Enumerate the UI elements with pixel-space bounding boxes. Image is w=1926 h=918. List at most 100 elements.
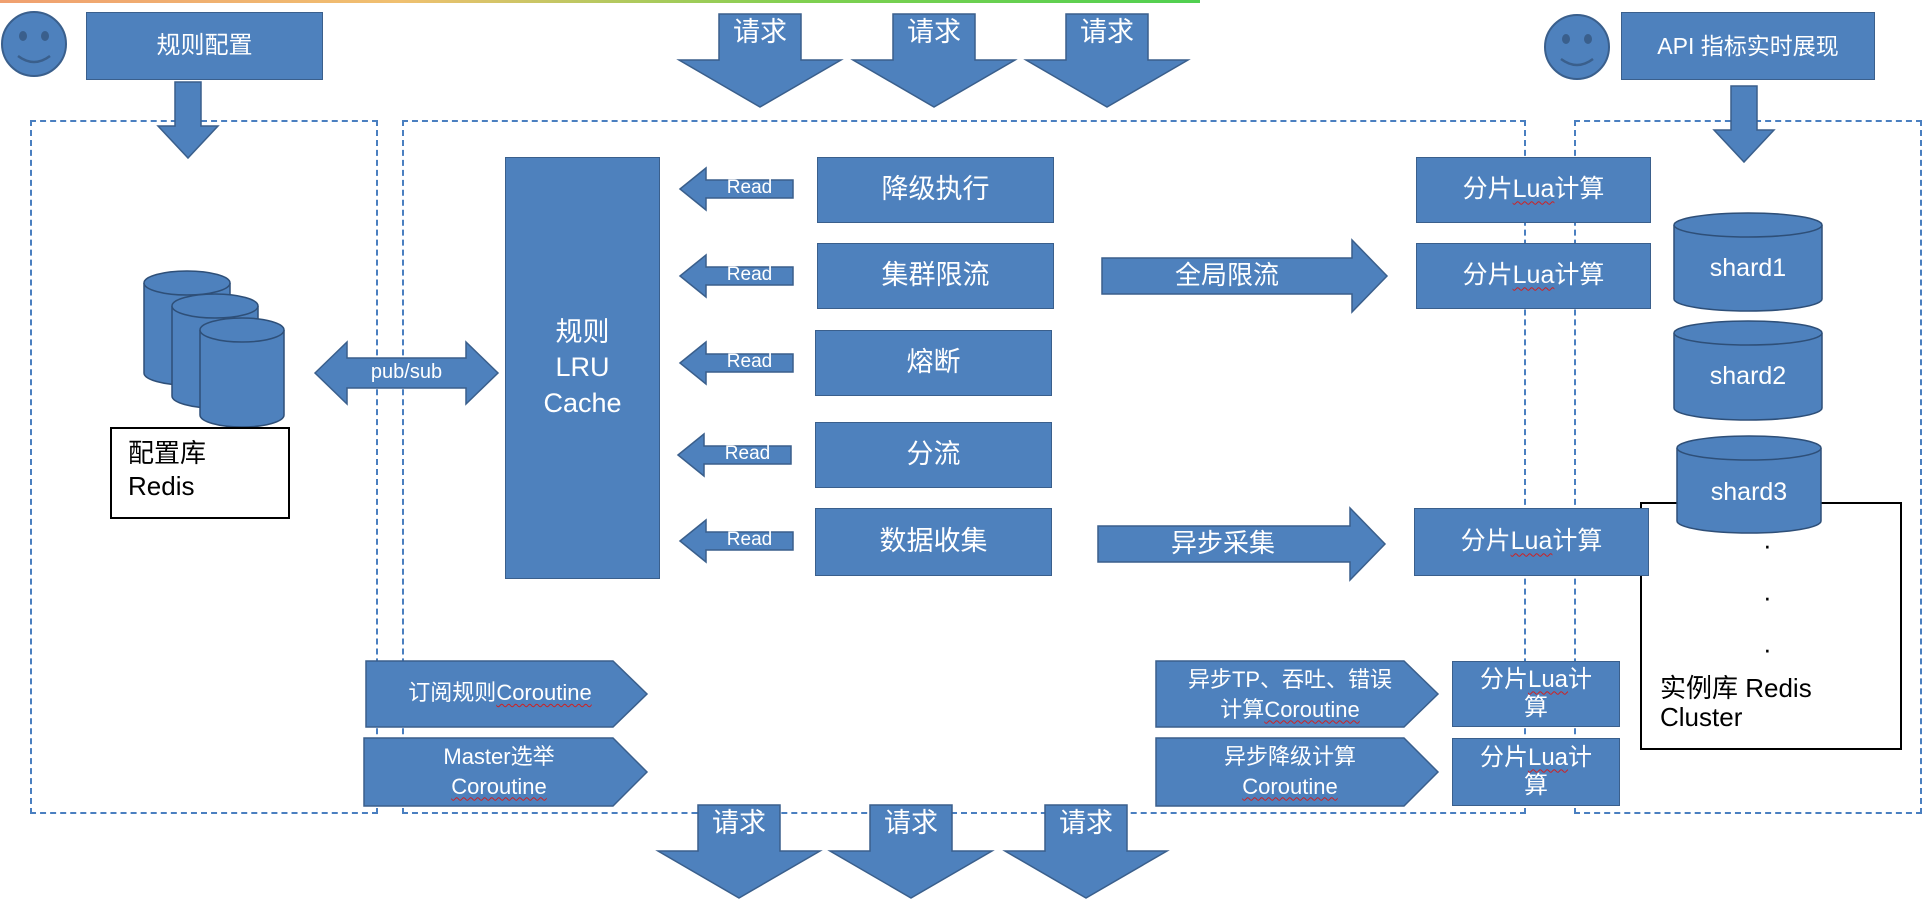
shard-compute-lua: Lua xyxy=(1512,261,1555,290)
config-zone-frame xyxy=(30,120,378,814)
shard-compute-prefix: 分片 xyxy=(1462,175,1513,204)
smiley-face-icon xyxy=(1544,14,1610,80)
subscribe-coroutine-shape xyxy=(365,660,649,728)
ellipsis-dot-2: · xyxy=(1763,582,1772,612)
config-store-line1: 配置库 xyxy=(128,438,207,468)
shard-compute-lua: Lua xyxy=(1512,175,1555,204)
shard-compute-prefix: 分片 xyxy=(1462,261,1513,290)
database-cylinders-icon xyxy=(143,270,285,428)
shard-compute-lua: Lua xyxy=(1527,744,1569,772)
pubsub-label: pub/sub xyxy=(370,361,443,383)
global-limit-arrow xyxy=(1101,238,1389,314)
async-tp-coroutine-word: Coroutine xyxy=(1264,696,1360,722)
metrics-down-arrow xyxy=(1712,85,1776,164)
api-metrics-box[interactable]: API 指标实时展现 xyxy=(1621,12,1875,80)
request-arrow-bottom-3 xyxy=(1002,804,1170,899)
shard-compute-prefix: 分片 xyxy=(1479,744,1528,772)
read-label-3: Read xyxy=(726,351,773,372)
shard-lua-compute-box-5[interactable]: 分片Lua计 算 xyxy=(1452,738,1620,806)
master-coroutine-shape xyxy=(363,737,649,807)
request-label-top-3: 请求 xyxy=(1080,17,1134,47)
shard-compute-prefix: 分片 xyxy=(1479,666,1528,694)
rule-lru-cache-box[interactable]: 规则 LRU Cache xyxy=(505,157,660,579)
request-label-top-1: 请求 xyxy=(733,17,787,47)
rule-config-box[interactable]: 规则配置 xyxy=(86,12,323,80)
read-label-2: Read xyxy=(726,264,773,285)
async-degrade-coroutine-label: 异步降级计算 Coroutine xyxy=(1156,742,1424,801)
request-arrow-top-3 xyxy=(1023,13,1191,108)
master-coroutine-line1: Master选举 xyxy=(443,744,555,769)
shard-cylinder-1 xyxy=(1673,212,1823,312)
shard-compute-wrap-suffix: 计 xyxy=(1568,744,1593,772)
read-label-1: Read xyxy=(726,177,773,198)
shard-compute-wrap-suffix: 计 xyxy=(1568,666,1593,694)
read-arrow-2 xyxy=(678,253,794,299)
shard-compute-wrap-last: 算 xyxy=(1524,772,1548,799)
read-arrow-5 xyxy=(678,518,794,564)
async-tp-coroutine-label: 异步TP、吞吐、错误 计算Coroutine xyxy=(1156,665,1424,724)
cache-line2: LRU xyxy=(555,352,610,383)
feature-traffic-split-box[interactable]: 分流 xyxy=(815,422,1052,488)
read-arrow-1 xyxy=(678,166,794,212)
shard-compute-suffix: 计算 xyxy=(1552,527,1603,556)
shard-compute-suffix: 计算 xyxy=(1554,261,1605,290)
async-degrade-coroutine-shape xyxy=(1155,737,1440,807)
read-arrow-3 xyxy=(678,340,794,386)
read-label-4: Read xyxy=(724,443,771,464)
shard-cylinder-3 xyxy=(1676,435,1822,534)
shard-lua-compute-box-4[interactable]: 分片Lua计 算 xyxy=(1452,661,1620,727)
request-label-bottom-3: 请求 xyxy=(1059,808,1113,838)
gateway-zone-frame xyxy=(402,120,1526,814)
subscribe-coroutine-word: Coroutine xyxy=(496,680,592,705)
feature-degrade-box[interactable]: 降级执行 xyxy=(817,157,1054,223)
request-arrow-top-1 xyxy=(676,13,844,108)
feature-circuit-break-box[interactable]: 熔断 xyxy=(815,330,1052,396)
async-collect-label: 异步采集 xyxy=(1170,528,1275,558)
shard-compute-suffix: 计算 xyxy=(1554,175,1605,204)
request-arrow-top-2 xyxy=(850,13,1018,108)
subscribe-coroutine-prefix: 订阅规则 xyxy=(408,680,497,705)
feature-cluster-limit-box[interactable]: 集群限流 xyxy=(817,243,1054,309)
shard-compute-wrap-last: 算 xyxy=(1524,694,1548,721)
cache-line3: Cache xyxy=(543,387,622,418)
master-coroutine-word: Coroutine xyxy=(451,773,547,799)
read-arrow-4 xyxy=(676,432,792,478)
request-arrow-bottom-2 xyxy=(827,804,995,899)
pubsub-double-arrow xyxy=(313,340,500,406)
request-label-top-2: 请求 xyxy=(907,17,961,47)
shard1-label: shard1 xyxy=(1709,254,1787,282)
instance-store-line2: Cluster xyxy=(1660,702,1743,732)
shard-compute-prefix: 分片 xyxy=(1460,527,1511,556)
async-degrade-coroutine-word: Coroutine xyxy=(1242,773,1338,799)
async-tp-coroutine-shape xyxy=(1155,660,1440,728)
instance-store-box: 实例库 Redis Cluster xyxy=(1640,502,1902,750)
shard3-label: shard3 xyxy=(1710,478,1788,506)
shard-cylinder-2 xyxy=(1673,320,1823,421)
shard-compute-lua: Lua xyxy=(1510,527,1553,556)
shard-compute-lua: Lua xyxy=(1527,666,1569,694)
async-collect-arrow xyxy=(1097,506,1387,582)
global-limit-label: 全局限流 xyxy=(1174,260,1279,290)
smiley-face-icon xyxy=(1,11,67,77)
cache-line1: 规则 xyxy=(555,317,610,348)
shard2-label: shard2 xyxy=(1709,362,1787,390)
request-label-bottom-2: 请求 xyxy=(884,808,938,838)
title-bar-gradient xyxy=(0,0,1200,3)
config-down-arrow xyxy=(156,81,220,160)
async-tp-coroutine-prefix: 计算 xyxy=(1220,696,1265,722)
request-label-bottom-1: 请求 xyxy=(712,808,766,838)
ellipsis-dot-3: · xyxy=(1763,634,1772,664)
request-arrow-bottom-1 xyxy=(655,804,823,899)
read-label-5: Read xyxy=(726,529,773,550)
config-store-line2: Redis xyxy=(128,471,195,502)
master-coroutine-label: Master选举 Coroutine xyxy=(364,742,634,801)
async-tp-coroutine-line1: 异步TP、吞吐、错误 xyxy=(1187,667,1393,692)
instance-store-line1: 实例库 Redis xyxy=(1660,673,1812,703)
feature-data-collect-box[interactable]: 数据收集 xyxy=(815,508,1052,576)
config-store-box: 配置库 Redis xyxy=(110,427,290,519)
